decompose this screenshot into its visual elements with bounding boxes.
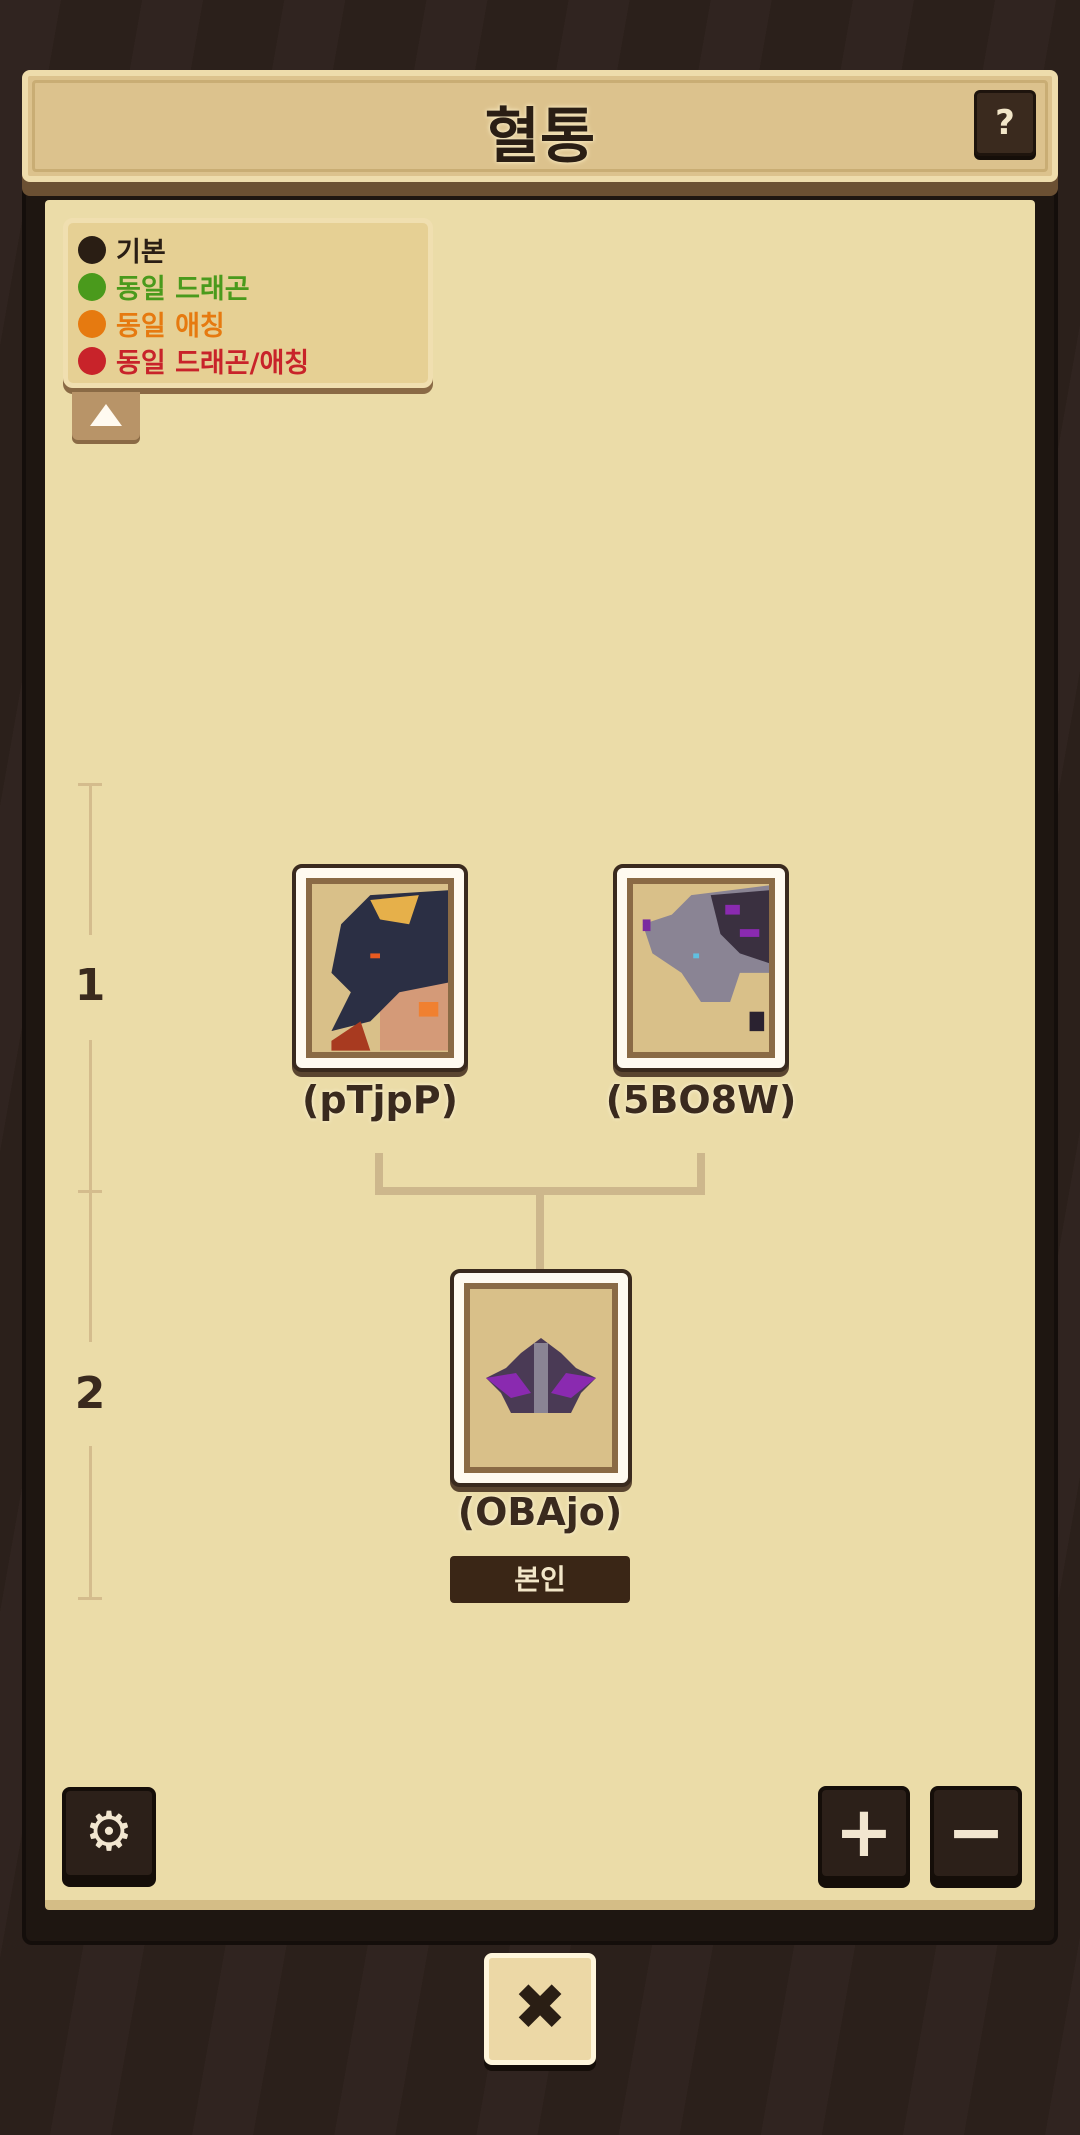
legend-item-same-dragon: 동일 드래곤 bbox=[78, 268, 418, 305]
ruler-tick bbox=[78, 1597, 102, 1600]
dark-dragon-portrait-icon bbox=[306, 878, 454, 1058]
connector-line bbox=[375, 1153, 383, 1195]
child-card[interactable] bbox=[450, 1269, 632, 1487]
connector-line bbox=[536, 1190, 544, 1270]
generation-label-1: 1 bbox=[74, 960, 106, 1011]
ruler-line bbox=[89, 783, 92, 935]
parent-card-2[interactable] bbox=[613, 864, 789, 1072]
parent-name-1: (pTjpP) bbox=[302, 1078, 458, 1122]
legend-dot-icon bbox=[78, 309, 106, 338]
legend-collapse-button[interactable] bbox=[72, 392, 140, 440]
zoom-out-button[interactable]: − bbox=[930, 1786, 1022, 1880]
legend-dot-icon bbox=[78, 235, 106, 264]
purple-gray-dragon-portrait-icon bbox=[627, 878, 775, 1058]
connector-line bbox=[697, 1153, 705, 1195]
close-button[interactable]: ✖ bbox=[484, 1953, 596, 2065]
chevron-up-icon bbox=[90, 404, 122, 426]
zoom-in-button[interactable]: + bbox=[818, 1786, 910, 1880]
header-bar: 혈통 ? bbox=[22, 70, 1058, 182]
child-name: (OBAjo) bbox=[457, 1490, 623, 1534]
generation-label-2: 2 bbox=[74, 1368, 106, 1419]
page-title: 혈통 bbox=[484, 102, 596, 172]
tree-canvas[interactable] bbox=[45, 200, 1035, 1910]
ruler-line bbox=[89, 1446, 92, 1598]
ruler-line bbox=[89, 1190, 92, 1342]
dragon-egg-icon bbox=[464, 1283, 618, 1473]
settings-button[interactable]: ⚙ bbox=[62, 1787, 156, 1879]
legend-item-same-both: 동일 드래곤/애칭 bbox=[78, 342, 418, 379]
self-badge: 본인 bbox=[450, 1556, 630, 1603]
parent-name-2: (5BO8W) bbox=[605, 1078, 797, 1122]
legend-dot-icon bbox=[78, 272, 106, 301]
gear-icon: ⚙ bbox=[84, 1800, 134, 1863]
legend-item-same-nickname: 동일 애칭 bbox=[78, 305, 418, 342]
legend-dot-icon bbox=[78, 346, 106, 375]
legend-panel: 기본 동일 드래곤 동일 애칭 동일 드래곤/애칭 bbox=[63, 218, 433, 388]
ruler-line bbox=[89, 1040, 92, 1190]
legend-item-basic: 기본 bbox=[78, 231, 418, 268]
help-button[interactable]: ? bbox=[974, 90, 1036, 156]
parent-card-1[interactable] bbox=[292, 864, 468, 1072]
